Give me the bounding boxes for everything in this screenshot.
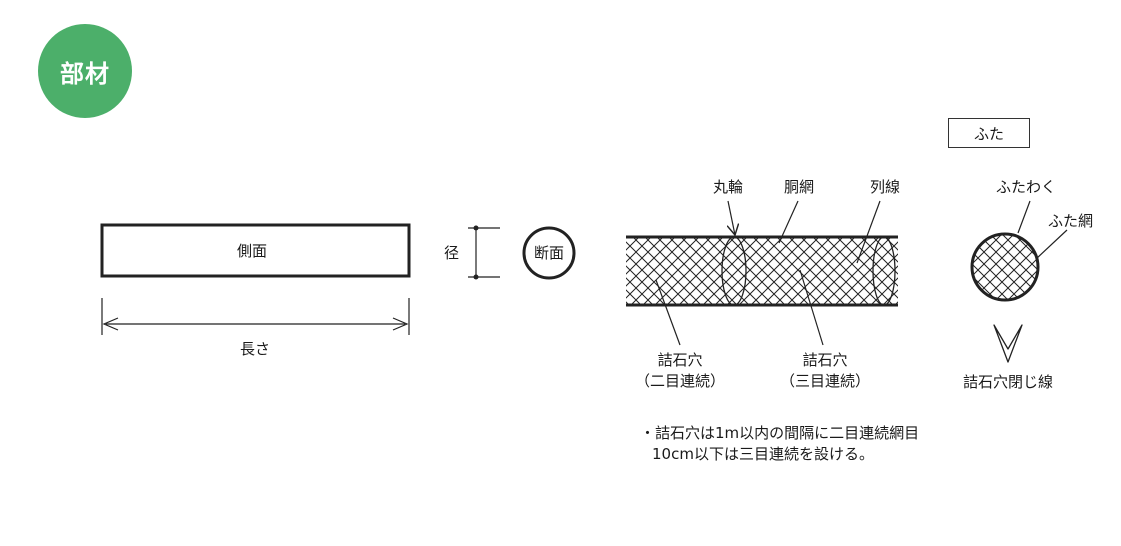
note-text: ・詰石穴は1m以内の間隔に二目連続網目 10cm以下は三目連続を設ける。: [640, 423, 919, 465]
hole3-leader: [799, 269, 824, 346]
column-wire-leader: [856, 200, 881, 264]
ring-ellipse-right: [872, 236, 896, 306]
closing-wire-label: 詰石穴閉じ線: [962, 373, 1053, 391]
lid-frame-label: ふたわく: [996, 178, 1057, 196]
column-wire-label: 列線: [870, 178, 901, 196]
lid-mesh-leader: [1035, 229, 1068, 260]
hole3-sublabel: （三目連続）: [779, 372, 870, 390]
length-arrow-left: [102, 317, 119, 331]
lid-box-label: ふた: [973, 124, 1004, 143]
ring-label: 丸輪: [713, 178, 744, 196]
diameter-dot-top: [473, 225, 479, 231]
diameter-label: 径: [444, 244, 460, 262]
section-circle: [522, 226, 576, 280]
lid-frame-leader: [1017, 200, 1031, 234]
lid-frame-circle: [970, 232, 1040, 302]
diameter-dot-bottom: [473, 274, 479, 280]
lid-box: ふた: [948, 118, 1030, 148]
side-view-rect: [100, 223, 411, 278]
section-label: 断面: [534, 244, 565, 262]
badge-label: 部材: [60, 59, 110, 88]
length-arrow-right: [392, 317, 409, 331]
lid-mesh-label: ふた網: [1048, 212, 1094, 230]
ring-ellipse-left: [721, 236, 747, 306]
ring-leader: [728, 200, 735, 235]
note-line-2: 10cm以下は三目連続を設ける。: [652, 445, 874, 463]
side-view-label: 側面: [237, 242, 268, 260]
hole3-label: 詰石穴: [802, 351, 848, 369]
tube-mesh: [626, 238, 898, 304]
category-badge: 部材: [38, 24, 132, 118]
body-mesh-leader: [778, 200, 799, 244]
hole2-leader: [655, 279, 681, 346]
hole2-label: 詰石穴: [657, 351, 703, 369]
closing-wire-shape: [993, 324, 1023, 363]
hole2-sublabel: （二目連続）: [634, 372, 725, 390]
body-mesh-label: 胴網: [784, 178, 815, 196]
length-label: 長さ: [240, 340, 271, 358]
note-line-1: ・詰石穴は1m以内の間隔に二目連続網目: [640, 424, 920, 442]
lid-mesh: [973, 235, 1037, 299]
